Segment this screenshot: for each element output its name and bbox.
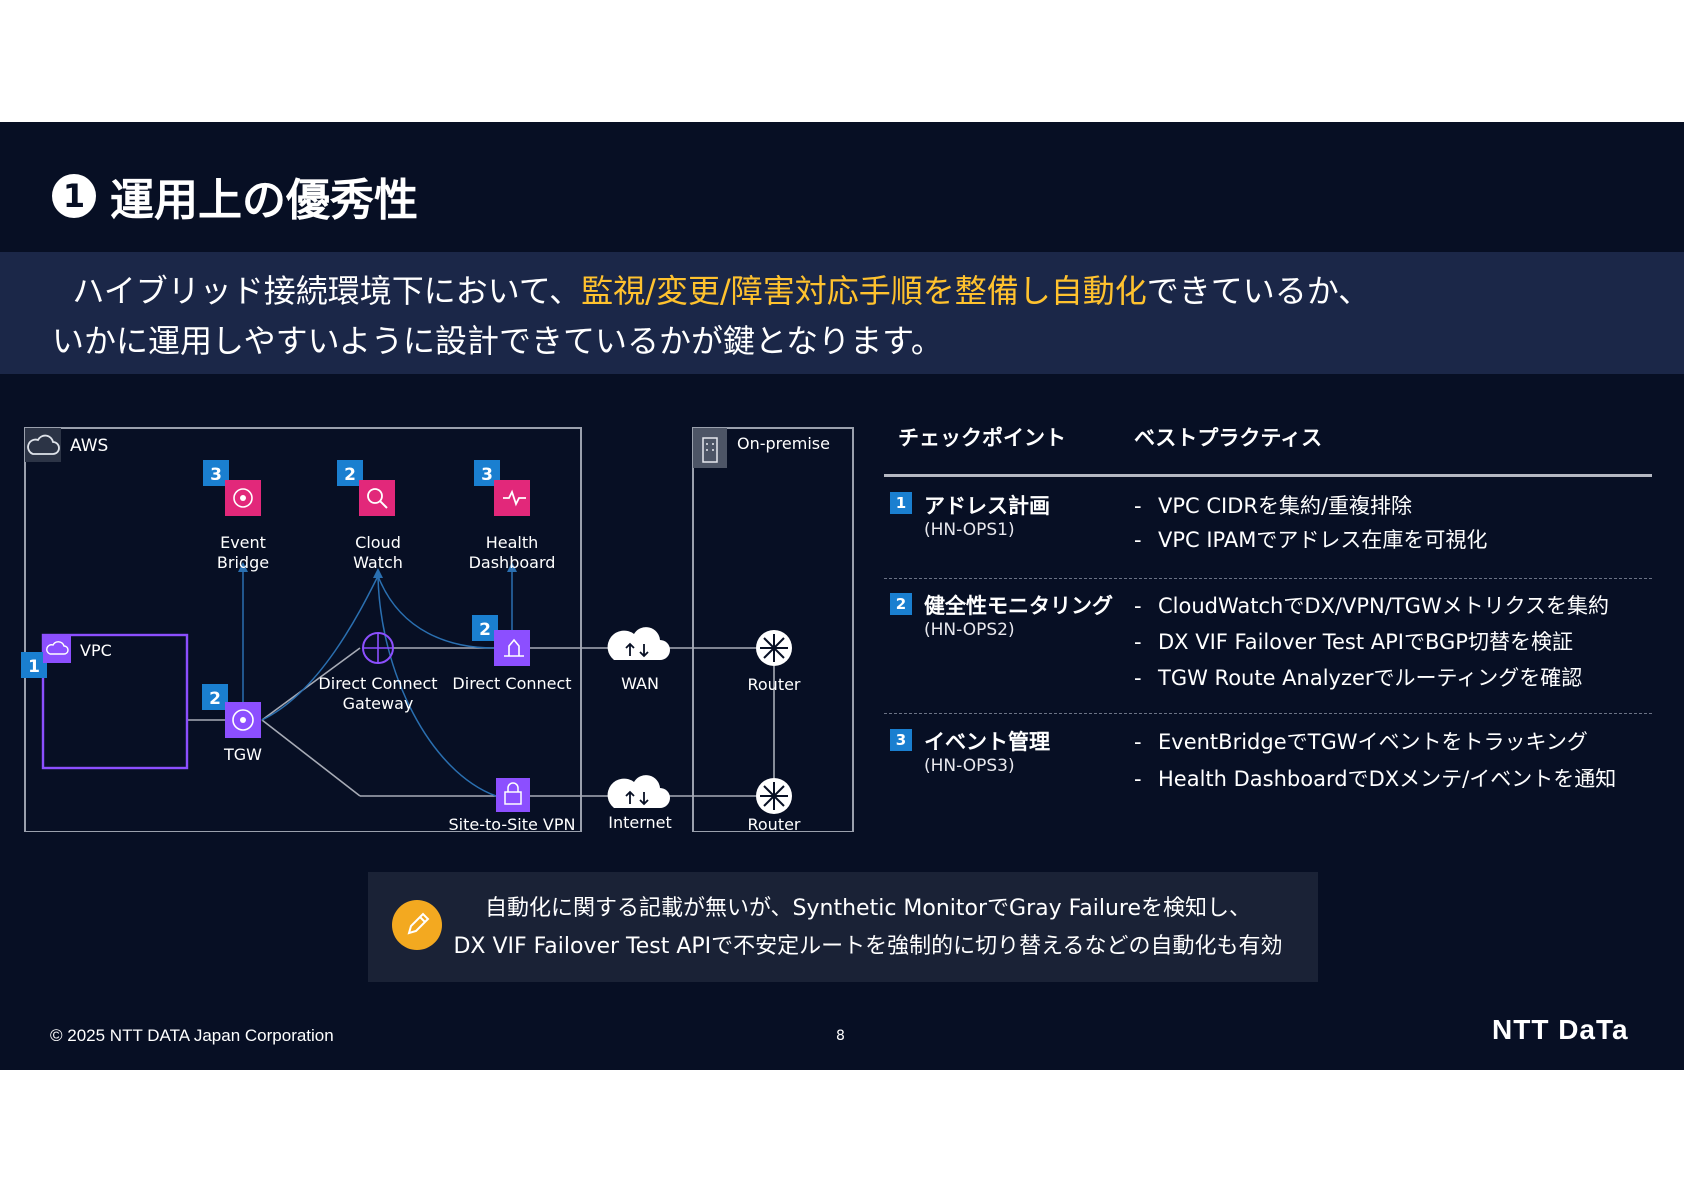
subtitle: ハイブリッド接続環境下において、監視/変更/障害対応手順を整備し自動化できている… (52, 266, 1370, 366)
subtitle-line1-pre: ハイブリッド接続環境下において、 (72, 272, 582, 310)
badge-cloudwatch-num: 2 (344, 465, 356, 485)
badge-vpc (21, 652, 47, 678)
copyright: © 2025 NTT DATA Japan Corporation (50, 1026, 334, 1045)
checkpoint-code: (HN-OPS1) (924, 520, 1015, 540)
subtitle-highlight: 監視/変更/障害対応手順を整備し自動化 (581, 272, 1147, 310)
badge-cloudwatch (337, 460, 363, 486)
checkpoint-name: アドレス計画 (924, 494, 1050, 518)
building-icon (702, 437, 718, 463)
row-badge: 3 (890, 729, 912, 751)
pencil-icon (392, 900, 442, 950)
direct-connect-icon (494, 630, 530, 666)
wan-cloud-icon (607, 627, 670, 660)
health-label-1: Health (486, 533, 539, 552)
checkpoint-name: イベント管理 (924, 730, 1050, 754)
checkpoint-code: (HN-OPS3) (924, 756, 1015, 776)
wan-label: WAN (621, 674, 659, 693)
cloud-icon (27, 434, 60, 455)
title-number: 1 (52, 174, 96, 218)
badge-health-num: 3 (481, 465, 493, 485)
note-text: 自動化に関する記載が無いが、Synthetic MonitorでGray Fai… (438, 890, 1298, 966)
vpc-icon (43, 635, 71, 663)
badge-tgw (202, 684, 228, 710)
subtitle-line2: いかに運用しやすいように設計できているかが鍵となります。 (52, 322, 943, 360)
note-line1: 自動化に関する記載が無いが、Synthetic MonitorでGray Fai… (484, 896, 1252, 921)
badge-tgw-num: 2 (209, 689, 221, 709)
cloudwatch-label-2: Watch (353, 553, 403, 572)
bestpractice-item: -VPC IPAMでアドレス在庫を可視化 (1134, 528, 1488, 552)
internet-cloud-icon (607, 775, 670, 808)
header-divider (884, 474, 1652, 477)
aws-label: AWS (70, 436, 108, 456)
badge-vpc-num: 1 (28, 657, 40, 677)
bestpractice-item: -TGW Route Analyzerでルーティングを確認 (1134, 666, 1583, 690)
page-title: 1 運用上の優秀性 (52, 164, 418, 228)
cloudwatch-label-1: Cloud (355, 533, 401, 552)
vpn-label: Site-to-Site VPN (449, 815, 576, 832)
onprem-label: On-premise (737, 434, 830, 453)
subtitle-band: ハイブリッド接続環境下において、監視/変更/障害対応手順を整備し自動化できている… (0, 252, 1684, 374)
health-label-2: Dashboard (469, 553, 556, 572)
dxgw-icon (362, 632, 394, 664)
vpc-box (41, 633, 189, 770)
note-box: 自動化に関する記載が無いが、Synthetic MonitorでGray Fai… (368, 872, 1318, 982)
router-icon (756, 630, 792, 666)
cloudwatch-icon (359, 480, 395, 516)
badge-eventbridge-num: 3 (210, 465, 222, 485)
connection-lines (188, 647, 775, 797)
vpc-label: VPC (80, 641, 112, 660)
eventbridge-label-1: Event (220, 533, 266, 552)
checkpoint-name: 健全性モニタリング (924, 594, 1113, 618)
row-badge: 1 (890, 492, 912, 514)
router-icon (756, 778, 792, 814)
tgw-label: TGW (223, 745, 262, 764)
bestpractice-item: -DX VIF Failover Test APIでBGP切替を検証 (1134, 630, 1573, 654)
router1-label: Router (747, 675, 800, 694)
badge-dx (472, 615, 498, 641)
dx-label: Direct Connect (452, 674, 571, 693)
badge-dx-num: 2 (479, 620, 491, 640)
row-divider (884, 578, 1652, 579)
dxgw-label-1: Direct Connect (318, 674, 437, 693)
badge-eventbridge (203, 460, 229, 486)
onprem-boundary (692, 427, 854, 833)
bestpractice-item: -EventBridgeでTGWイベントをトラッキング (1134, 730, 1588, 754)
bestpractice-item: -Health DashboardでDXメンテ/イベントを通知 (1134, 767, 1617, 791)
page-number: 8 (836, 1028, 845, 1044)
slide: 1 運用上の優秀性 ハイブリッド接続環境下において、監視/変更/障害対応手順を整… (0, 122, 1684, 1070)
subtitle-line1-post: できているか、 (1146, 272, 1371, 310)
title-text: 運用上の優秀性 (110, 175, 418, 226)
header-bestpractice: ベストプラクティス (1134, 426, 1323, 450)
eventbridge-label-2: Bridge (217, 553, 269, 572)
bestpractice-item: -VPC CIDRを集約/重複排除 (1134, 494, 1413, 518)
row-divider (884, 713, 1652, 714)
architecture-diagram: AWS On-premise (0, 412, 870, 836)
aws-cloud-icon-bg (25, 428, 61, 462)
ntt-data-logo: NTT DaTa (1492, 1014, 1629, 1045)
header-checkpoint: チェックポイント (898, 426, 1066, 450)
internet-label: Internet (608, 813, 672, 832)
router2-label: Router (747, 815, 800, 832)
checkpoint-code: (HN-OPS2) (924, 620, 1015, 640)
dxgw-label-2: Gateway (343, 694, 414, 713)
bestpractice-item: -CloudWatchでDX/VPN/TGWメトリクスを集約 (1134, 594, 1610, 618)
row-badge: 2 (890, 593, 912, 615)
monitoring-lines (238, 562, 517, 797)
note-line2: DX VIF Failover Test APIで不安定ルートを強制的に切り替え… (453, 934, 1283, 959)
